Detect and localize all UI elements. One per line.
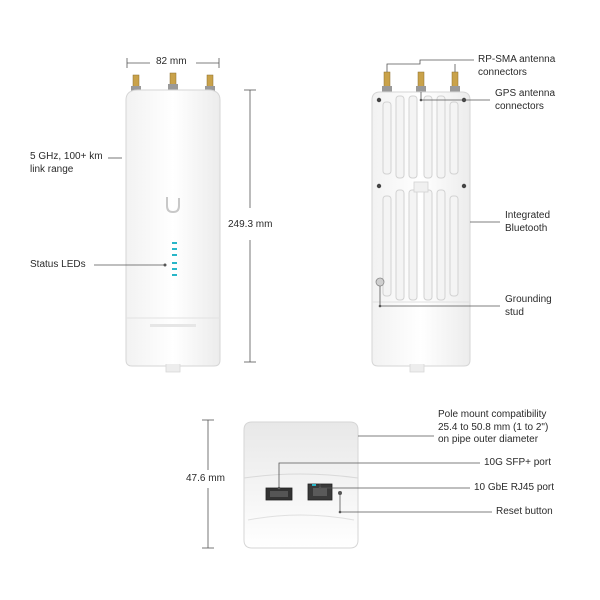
sfp-port-icon bbox=[265, 487, 293, 501]
link-range-callout: 5 GHz, 100+ km link range bbox=[30, 151, 103, 175]
ubiquiti-logo-icon bbox=[166, 197, 180, 214]
depth-dimension-line bbox=[202, 419, 214, 549]
grounding-callout: Grounding stud bbox=[505, 294, 552, 318]
height-dimension-label: 249.3 mm bbox=[228, 219, 273, 230]
back-antenna-connectors bbox=[382, 71, 460, 94]
bottom-view-device bbox=[243, 421, 359, 549]
reset-callout: Reset button bbox=[496, 506, 553, 517]
width-dimension-line bbox=[126, 58, 220, 68]
grounding-stud-icon bbox=[375, 277, 385, 287]
height-dimension-line bbox=[244, 89, 256, 363]
rj45-callout: 10 GbE RJ45 port bbox=[474, 482, 555, 493]
status-led-icons bbox=[172, 242, 177, 276]
pole-mount-callout: Pole mount compatibility 25.4 to 50.8 mm… bbox=[438, 409, 549, 445]
depth-dimension-label: 47.6 mm bbox=[186, 473, 225, 484]
gps-callout: GPS antenna connectors bbox=[495, 88, 556, 112]
front-label-strip bbox=[150, 324, 196, 327]
bluetooth-callout: Integrated Bluetooth bbox=[505, 210, 551, 234]
front-view-device bbox=[125, 72, 221, 373]
back-view-device bbox=[371, 71, 471, 373]
rp-sma-callout: RP-SMA antenna connectors bbox=[478, 54, 556, 78]
status-leds-callout: Status LEDs bbox=[30, 259, 86, 270]
sfp-callout: 10G SFP+ port bbox=[484, 457, 551, 468]
width-dimension-label: 82 mm bbox=[156, 56, 187, 67]
